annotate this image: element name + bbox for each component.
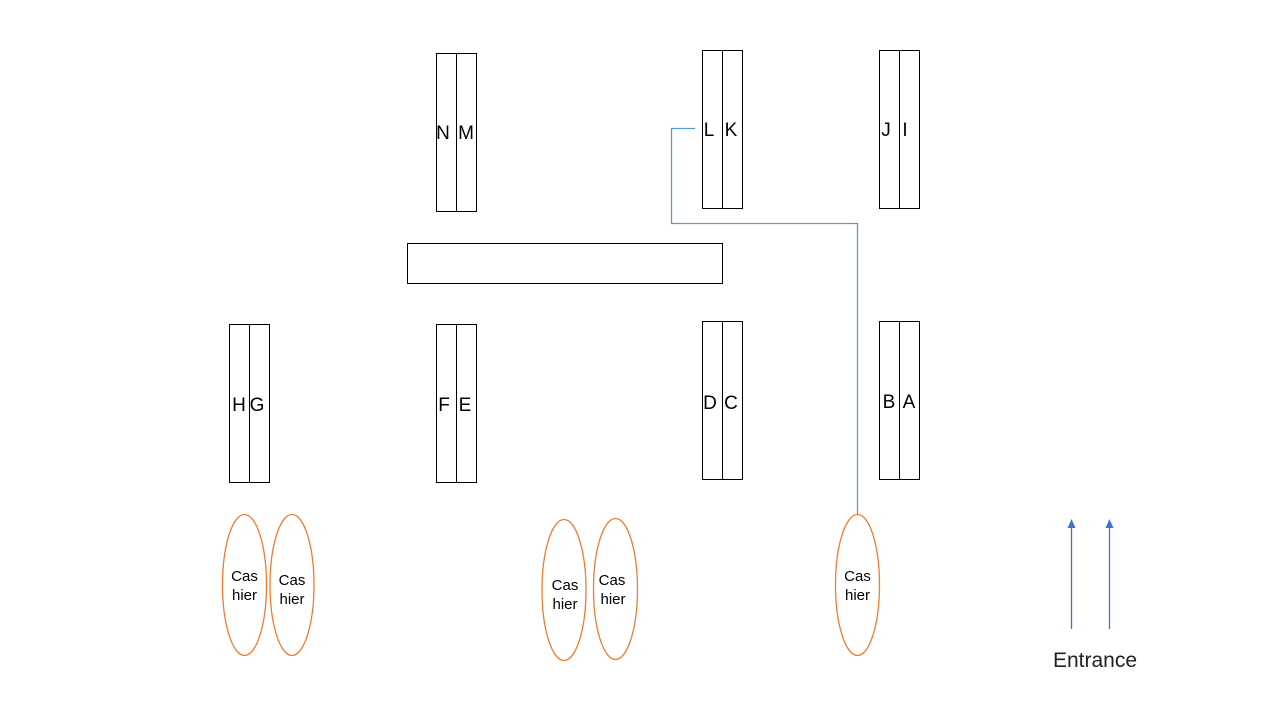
cashier-label-line1: Cas [599, 572, 626, 589]
shelf-label-i: I [902, 120, 907, 141]
shelf-a [899, 321, 920, 480]
shelf-nm: N M [436, 53, 477, 212]
shelf-m [456, 53, 477, 212]
entrance-arrow-head [1105, 519, 1114, 528]
shelf-hg: H G [229, 324, 270, 483]
cashier-4: Cas hier [592, 517, 639, 661]
shelf-dc: D C [702, 321, 743, 480]
shelf-lk: L K [702, 50, 743, 209]
shelf-g [249, 324, 270, 483]
cashier-2: Cas hier [269, 513, 315, 657]
cashier-3: Cas hier [541, 518, 587, 662]
shelf-label-j: J [881, 120, 891, 141]
shelf-label-g: G [250, 395, 265, 416]
cashier-oval [592, 517, 639, 661]
cashier-label-line1: Cas [231, 568, 258, 585]
shelf-c [722, 321, 743, 480]
cashier-label-line1: Cas [844, 568, 871, 585]
shelf-fe: F E [436, 324, 477, 483]
cashier-label-line2: hier [232, 587, 257, 604]
shelf-label-k: K [725, 120, 738, 141]
shelf-label-f: F [438, 395, 450, 416]
shelf-label-l: L [704, 120, 715, 141]
shelf-label-a: A [903, 392, 916, 413]
cashier-1: Cas hier [221, 513, 268, 657]
cashier-label-line2: hier [552, 596, 577, 613]
shelf-ba: B A [879, 321, 920, 480]
entrance-label: Entrance [1053, 649, 1137, 672]
shelf-i [899, 50, 920, 209]
entrance-arrow-1 [1067, 519, 1076, 629]
shelf-k [722, 50, 743, 209]
route-path-line [670, 127, 859, 515]
shelf-label-d: D [703, 393, 717, 414]
cashier-label-line2: hier [600, 591, 625, 608]
cashier-label-line1: Cas [279, 572, 306, 589]
entrance-arrow-head [1067, 519, 1076, 528]
entrance-arrow-2 [1105, 519, 1114, 629]
shelf-label-e: E [459, 395, 472, 416]
cashier-label-line1: Cas [552, 577, 579, 594]
shelf-label-c: C [724, 393, 738, 414]
cashier-label-line2: hier [279, 591, 304, 608]
cashier-oval [269, 513, 315, 657]
cashier-oval [541, 518, 587, 662]
cashier-label-line2: hier [845, 587, 870, 604]
shelf-label-n: N [436, 123, 450, 144]
shelf-label-m: M [458, 123, 474, 144]
cashier-5: Cas hier [834, 513, 881, 657]
horizontal-shelf-block [407, 243, 723, 284]
shelf-ji: J I [879, 50, 920, 209]
shelf-e [456, 324, 477, 483]
cashier-oval [221, 513, 268, 657]
cashier-oval [834, 513, 881, 657]
shelf-label-h: H [232, 395, 246, 416]
shelf-label-b: B [883, 392, 896, 413]
